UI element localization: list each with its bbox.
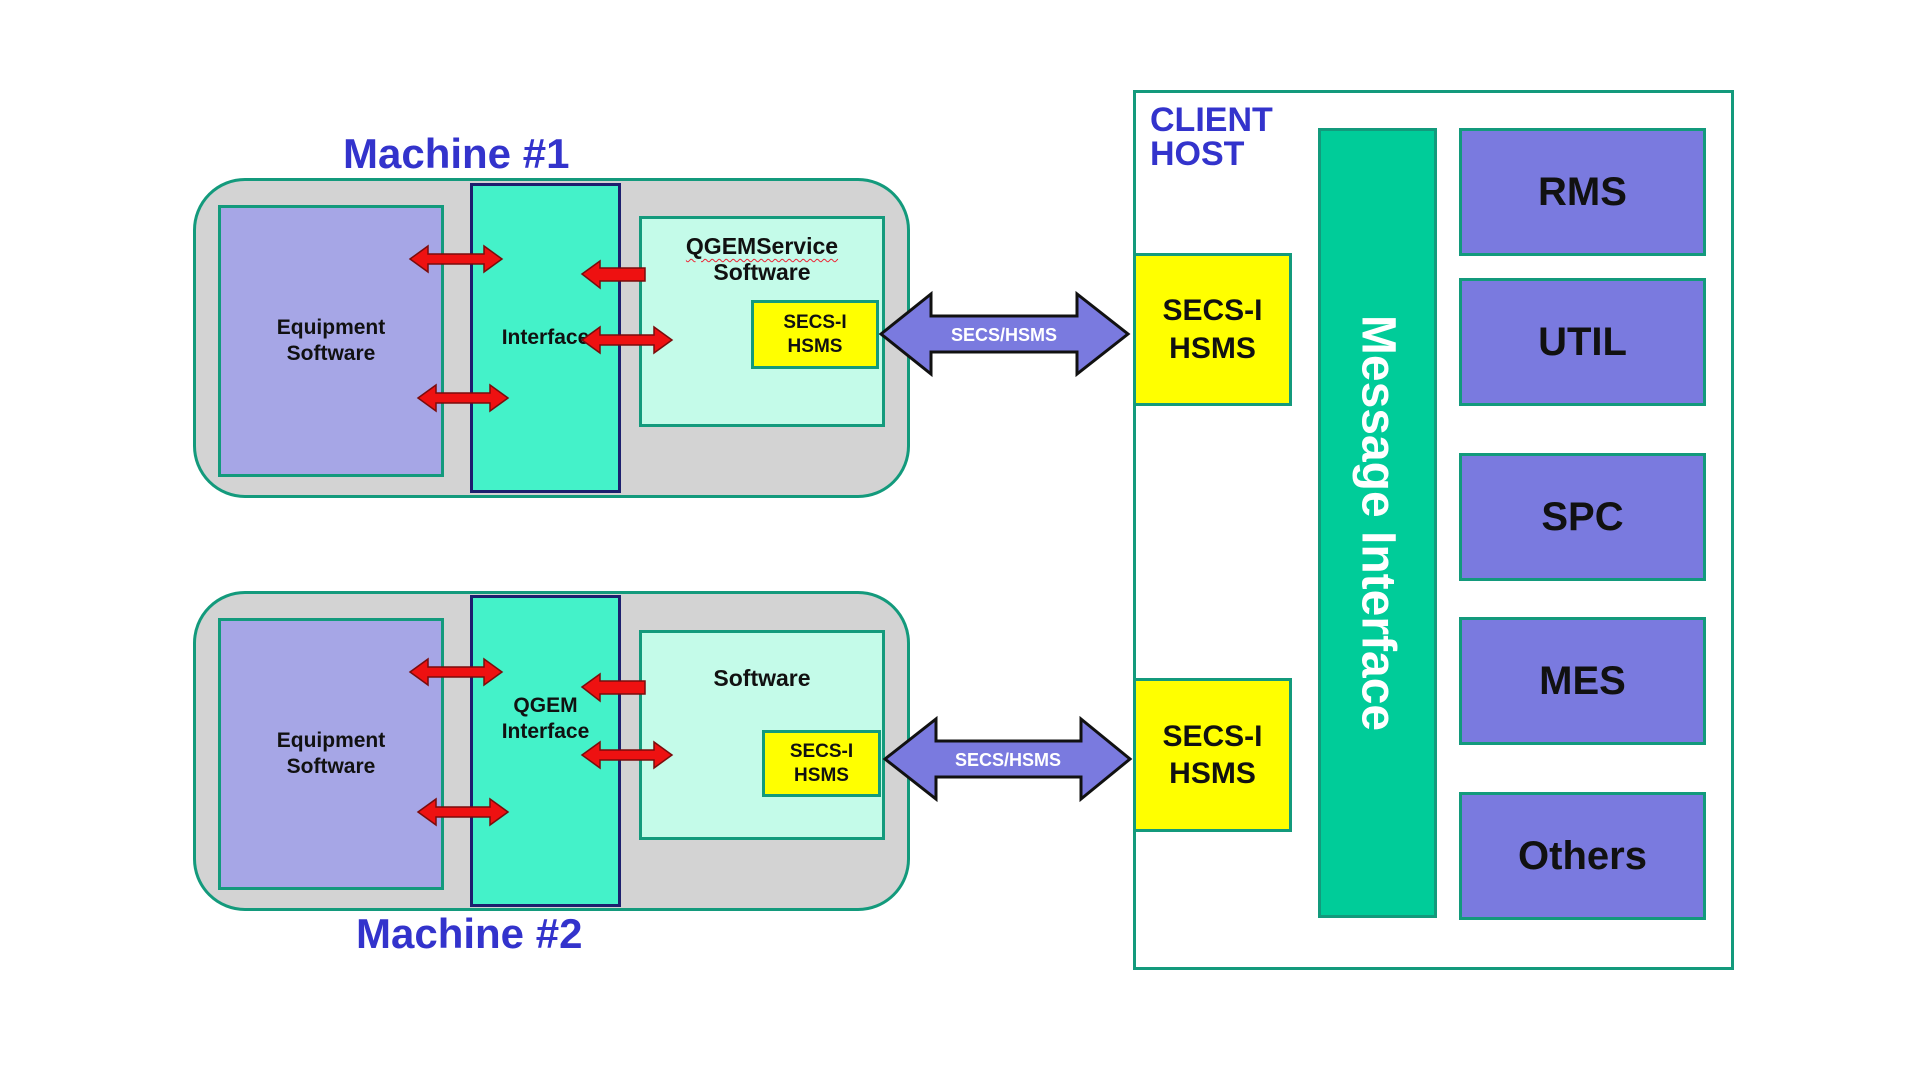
machine-1-software-line-2: Software	[713, 259, 811, 286]
machine-2-title: Machine #2	[356, 910, 583, 957]
client-secs-hsms-1: SECS-I HSMS	[1133, 253, 1292, 406]
machine-2-red-arrow-iface-software	[580, 740, 674, 770]
machine-2-link-label: SECS/HSMS	[955, 750, 1061, 770]
machine-2-software-line-1: Software	[713, 665, 811, 691]
machine-2-equipment-software: Equipment Software	[218, 618, 444, 890]
machine-1-interface-line-1: Interface	[501, 325, 590, 349]
client-secs-1-line-2: HSMS	[1169, 331, 1256, 365]
machine-2-equipment-line-1: Equipment	[276, 728, 386, 752]
client-secs-hsms-2: SECS-I HSMS	[1133, 678, 1292, 832]
machine-2-secs-line-1: SECS-I	[789, 740, 854, 762]
machine-1-link-label: SECS/HSMS	[951, 325, 1057, 345]
module-rms: RMS	[1459, 128, 1706, 256]
module-util: UTIL	[1459, 278, 1706, 406]
machine-1-secs-line-1: SECS-I	[783, 311, 847, 333]
machine-1-title: Machine #1	[343, 130, 570, 177]
machine-2-red-arrow-from-software	[580, 672, 646, 703]
machine-2-interface-line-1: QGEM	[513, 694, 578, 717]
machine-1-secs-hsms-link: SECS/HSMS	[878, 290, 1131, 378]
machine-1-equipment-software: Equipment Software	[218, 205, 444, 477]
client-secs-2-line-2: HSMS	[1169, 757, 1256, 790]
module-spc: SPC	[1459, 453, 1706, 581]
machine-1-equipment-line-2: Software	[286, 342, 376, 365]
client-host-title-line-2: HOST	[1150, 135, 1245, 173]
machine-2-interface-line-2: Interface	[501, 720, 590, 744]
machine-2-secs-hsms: SECS-I HSMS	[762, 730, 881, 797]
module-mes: MES	[1459, 617, 1706, 745]
machine-2-red-arrow-equip-iface-bottom	[416, 797, 510, 827]
client-host-title: CLIENT HOST	[1150, 103, 1273, 171]
machine-2-secs-hsms-link: SECS/HSMS	[882, 715, 1133, 803]
machine-1-secs-hsms: SECS-I HSMS	[751, 300, 879, 369]
module-others: Others	[1459, 792, 1706, 920]
machine-1-software-line-1: QGEMService	[685, 233, 839, 259]
machine-1-red-arrow-equip-iface-bottom	[416, 383, 510, 413]
machine-1-red-arrow-equip-iface-top	[408, 244, 504, 274]
machine-1-red-arrow-from-software	[580, 259, 646, 290]
machine-1-secs-line-2: HSMS	[787, 335, 843, 357]
machine-2-red-arrow-equip-iface-top	[408, 657, 504, 687]
client-host-title-line-1: CLIENT	[1150, 101, 1273, 139]
client-secs-2-line-1: SECS-I	[1162, 719, 1263, 753]
machine-1-equipment-line-1: Equipment	[276, 315, 386, 339]
client-secs-1-line-1: SECS-I	[1162, 294, 1263, 327]
machine-2-secs-line-2: HSMS	[794, 764, 849, 786]
message-interface: Message Interface	[1318, 128, 1437, 918]
machine-1-red-arrow-iface-software	[580, 325, 674, 355]
machine-2-equipment-line-2: Software	[286, 755, 376, 778]
